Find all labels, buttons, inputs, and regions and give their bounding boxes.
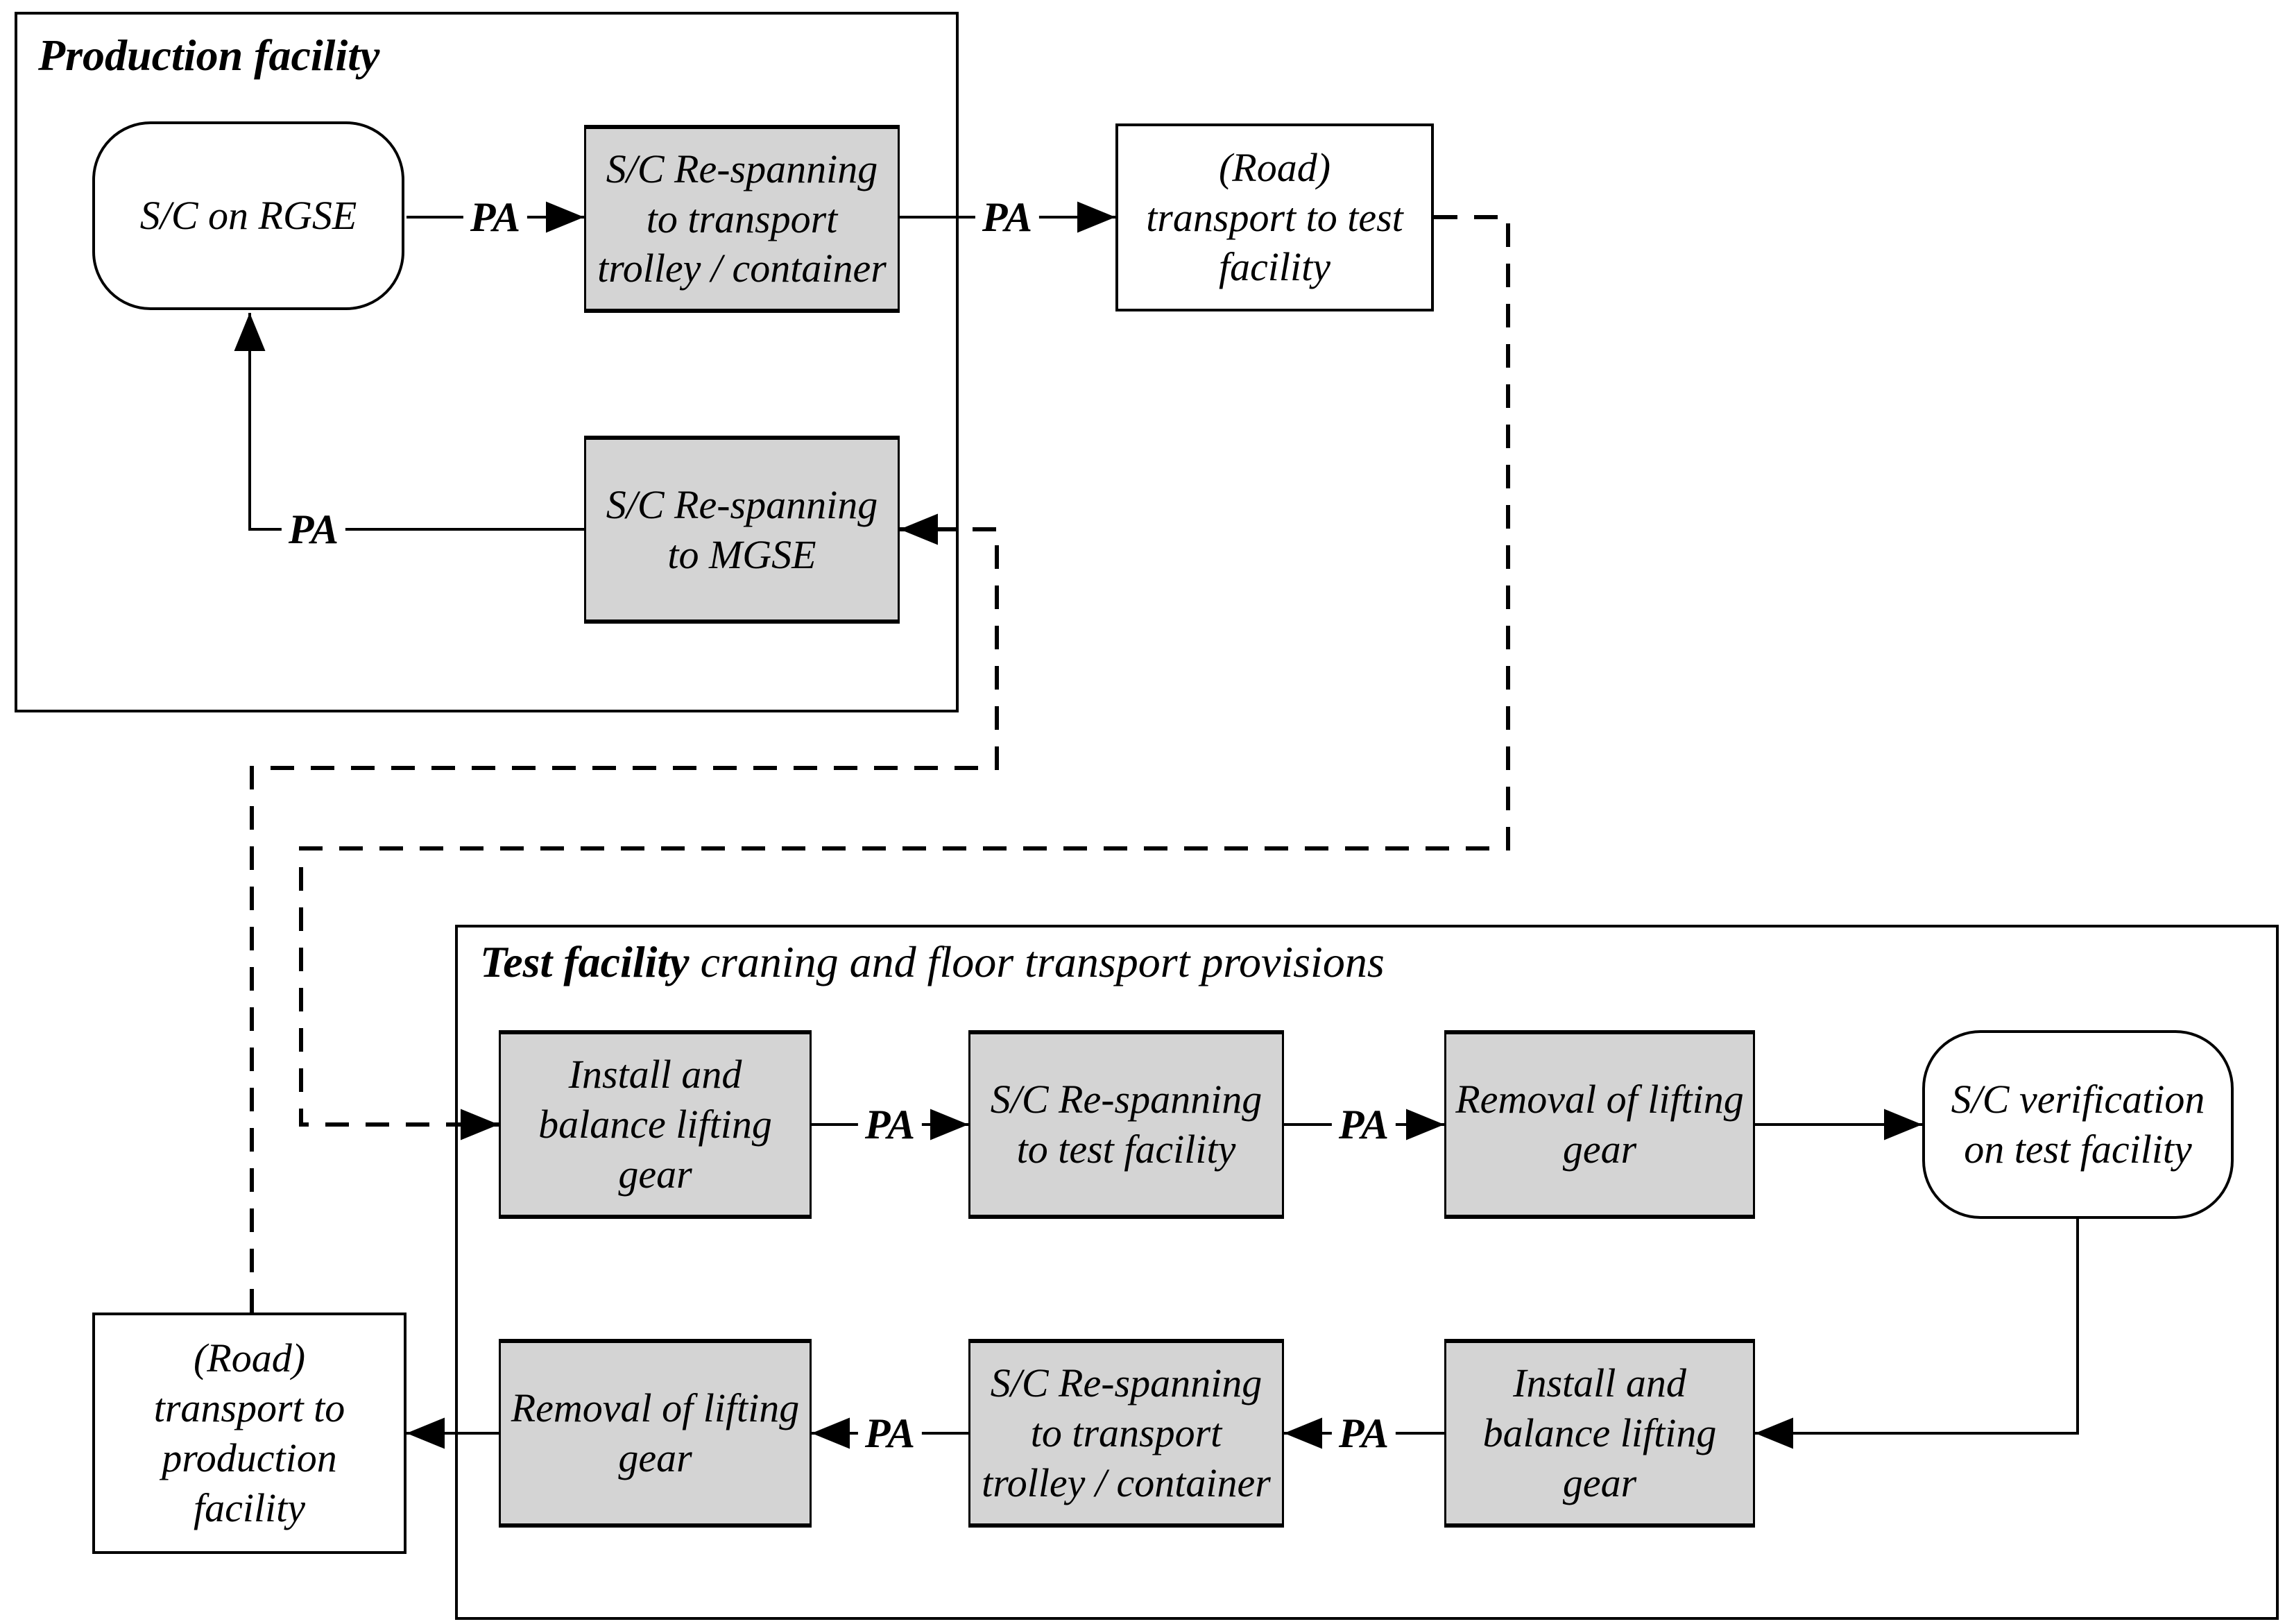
- node-respan-test-facility-label: S/C Re-spanning to test facility: [990, 1077, 1263, 1172]
- production-facility-title-text: Production facility: [38, 31, 380, 80]
- node-respan-mgse: S/C Re-spanning to MGSE: [584, 436, 900, 624]
- node-road-transport-to-test-label: (Road) transport to test facility: [1146, 144, 1403, 290]
- pa-label-rgse-to-respan: PA: [463, 195, 528, 239]
- node-respan-test-facility: S/C Re-spanning to test facility: [968, 1030, 1284, 1219]
- pa-label-install1-to-respan-test: PA: [857, 1102, 923, 1147]
- pa-label-respan-to-road-test: PA: [975, 195, 1040, 239]
- node-sc-on-rgse-label: S/C on RGSE: [139, 193, 357, 239]
- test-facility-title-rest: craning and floor transport provisions: [689, 937, 1385, 986]
- node-respan-mgse-label: S/C Re-spanning to MGSE: [606, 481, 878, 577]
- test-facility-title: Test facility craning and floor transpor…: [480, 937, 1385, 986]
- node-removal-gear-row2-label: Removal of lifting gear: [511, 1385, 800, 1480]
- node-removal-gear-row1: Removal of lifting gear: [1444, 1030, 1755, 1219]
- node-install-gear-row1-label: Install and balance lifting gear: [538, 1052, 772, 1197]
- node-road-transport-to-production: (Road) transport to production facility: [92, 1313, 406, 1554]
- production-facility-title: Production facility: [38, 31, 379, 80]
- pa-label-respan-trolley2-to-removal2: PA: [857, 1411, 923, 1455]
- node-road-transport-to-production-label: (Road) transport to production facility: [153, 1335, 345, 1530]
- dashed-route-road-production-to-mgse: [250, 513, 999, 1313]
- node-install-gear-row2: Install and balance lifting gear: [1444, 1339, 1755, 1528]
- node-removal-gear-row1-label: Removal of lifting gear: [1455, 1077, 1744, 1172]
- pa-label-respan-test-to-removal1: PA: [1331, 1102, 1396, 1147]
- node-respan-trolley-row2: S/C Re-spanning to transport trolley / c…: [968, 1339, 1284, 1528]
- pa-label-mgse-to-rgse: PA: [281, 507, 346, 552]
- node-respan-trolley-production-label: S/C Re-spanning to transport trolley / c…: [597, 146, 887, 291]
- node-sc-verification-label: S/C verification on test facility: [1951, 1077, 2205, 1172]
- node-sc-on-rgse: S/C on RGSE: [92, 121, 404, 310]
- node-respan-trolley-row2-label: S/C Re-spanning to transport trolley / c…: [982, 1360, 1271, 1505]
- arrow-verification-to-install2: [1755, 1219, 2079, 1449]
- node-install-gear-row2-label: Install and balance lifting gear: [1482, 1360, 1717, 1505]
- node-sc-verification: S/C verification on test facility: [1922, 1030, 2234, 1219]
- node-respan-trolley-production: S/C Re-spanning to transport trolley / c…: [584, 125, 900, 313]
- node-road-transport-to-test: (Road) transport to test facility: [1115, 123, 1434, 311]
- node-removal-gear-row2: Removal of lifting gear: [499, 1339, 812, 1528]
- test-facility-title-bold: Test facility: [480, 937, 690, 986]
- node-install-gear-row1: Install and balance lifting gear: [499, 1030, 812, 1219]
- arrow-mgse-to-rgse: [234, 313, 584, 531]
- pa-label-install2-to-respan-trolley2: PA: [1331, 1411, 1396, 1455]
- dashed-route-road-test-to-install1: [299, 215, 1510, 1140]
